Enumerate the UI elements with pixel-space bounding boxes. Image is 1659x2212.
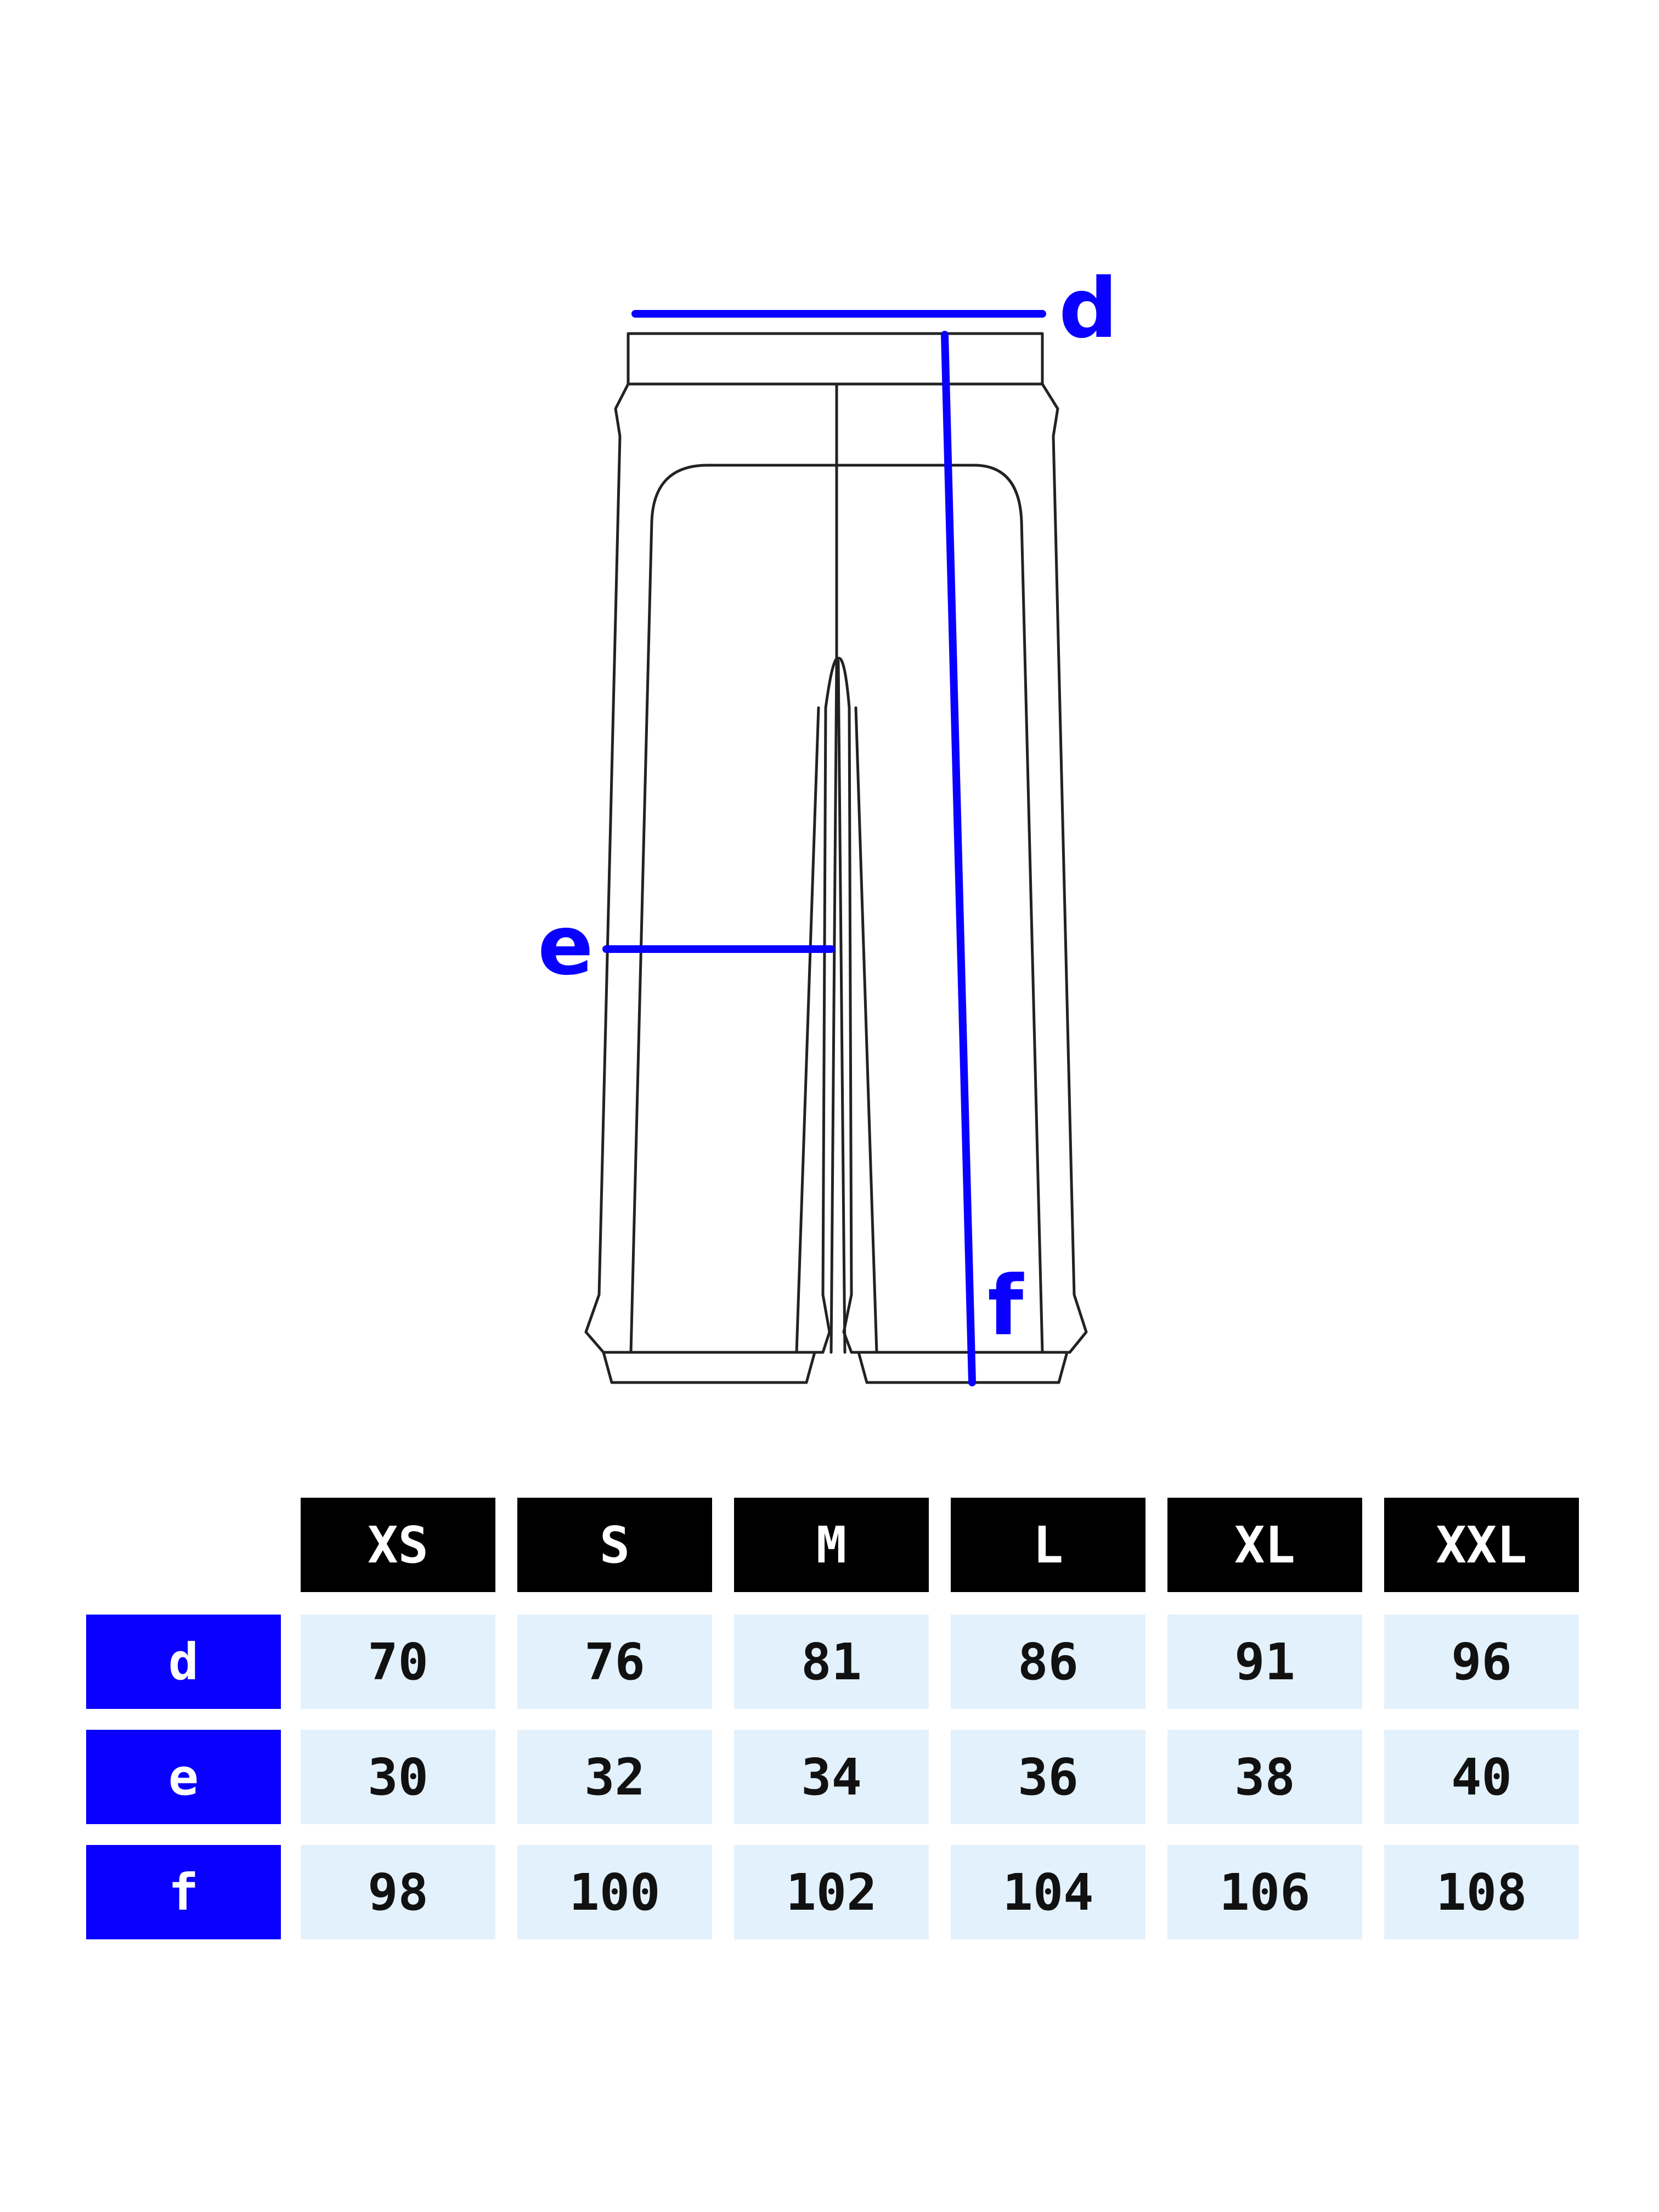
row-label-f: f [86,1845,281,1939]
size-header-xs: XS [301,1498,495,1592]
value-cell-f-l: 104 [951,1845,1146,1939]
size-header-s: S [517,1498,712,1592]
value-cell-e-xs: 30 [301,1730,495,1824]
row-label-e: e [86,1730,281,1824]
value-cell-d-xl: 91 [1167,1615,1362,1709]
inner-leg-line-right [854,706,878,1354]
inner-seam [830,659,847,1354]
value-cell-f-s: 100 [517,1845,712,1939]
pants-diagram: d e f [538,261,1118,1386]
right-cuff [857,1351,1069,1384]
size-header-xxl: XXL [1384,1498,1579,1592]
value-cell-f-xxl: 108 [1384,1845,1579,1939]
row-label-d: d [86,1615,281,1709]
value-cell-d-l: 86 [951,1615,1146,1709]
value-cell-d-xs: 70 [301,1615,495,1709]
left-cuff [602,1351,816,1384]
measure-line-f [941,331,976,1386]
value-cell-d-m: 81 [734,1615,929,1709]
value-cell-f-xs: 98 [301,1845,495,1939]
inner-leg-line-left [795,706,820,1354]
value-cell-e-m: 34 [734,1730,929,1824]
value-cell-e-s: 32 [517,1730,712,1824]
size-header-l: L [951,1498,1146,1592]
value-cell-e-xl: 38 [1167,1730,1362,1824]
measure-label-f: f [988,1259,1024,1354]
value-cell-e-l: 36 [951,1730,1146,1824]
value-cell-f-m: 102 [734,1845,929,1939]
pants-outline [584,382,1088,1354]
inner-panel-line [629,464,1044,1354]
measure-label-d: d [1059,261,1118,357]
size-header-xl: XL [1167,1498,1362,1592]
value-cell-e-xxl: 40 [1384,1730,1579,1824]
value-cell-f-xl: 106 [1167,1845,1362,1939]
measure-label-e: e [538,898,594,994]
waistband-outline [627,332,1044,386]
value-cell-d-s: 76 [517,1615,712,1709]
value-cell-d-xxl: 96 [1384,1615,1579,1709]
size-header-m: M [734,1498,929,1592]
